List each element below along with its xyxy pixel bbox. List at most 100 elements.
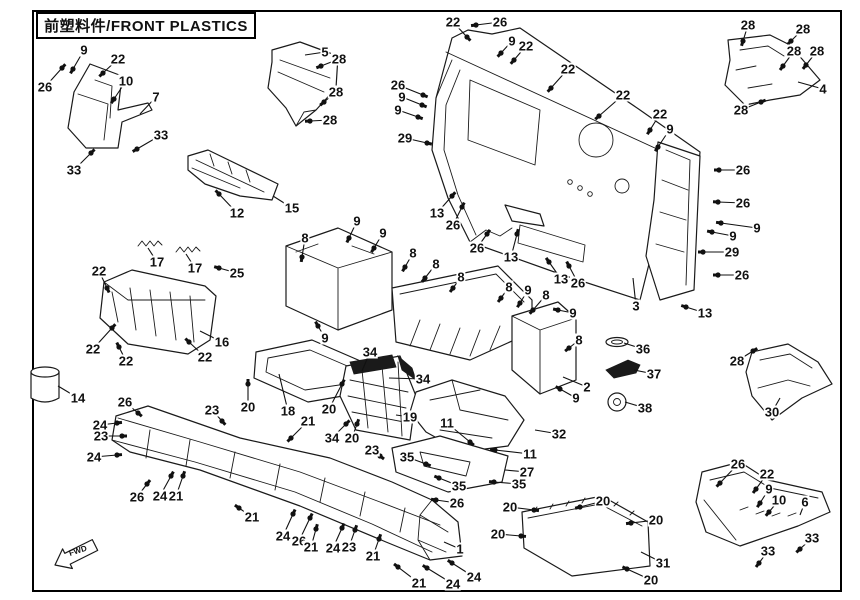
callout-30: 30 [763,404,781,420]
callout-22: 22 [196,349,214,365]
callout-8: 8 [456,269,466,285]
callout-9: 9 [378,225,388,241]
callout-20: 20 [489,526,507,542]
callout-19: 19 [401,409,419,425]
callout-9: 9 [507,33,517,49]
callout-32: 32 [550,426,568,442]
callout-9: 9 [728,228,738,244]
callout-26: 26 [569,275,587,291]
part-drawing-7 [67,63,153,149]
callout-22: 22 [90,263,108,279]
callout-22: 22 [758,466,776,482]
callout-21: 21 [167,488,185,504]
callout-26: 26 [444,217,462,233]
callout-8: 8 [574,332,584,348]
callout-24: 24 [444,576,462,592]
callout-13: 13 [428,205,446,221]
callout-9: 9 [571,390,581,406]
callout-38: 38 [636,400,654,416]
callout-20: 20 [647,512,665,528]
callout-9: 9 [665,121,675,137]
callout-21: 21 [299,413,317,429]
callout-22: 22 [517,38,535,54]
callout-22: 22 [84,341,102,357]
part-drawing-2 [511,301,577,395]
callout-37: 37 [645,366,663,382]
callout-8: 8 [408,245,418,261]
part-drawing-30 [745,343,833,421]
spring-17-a [137,240,163,247]
callout-28: 28 [732,102,750,118]
callout-13: 13 [696,305,714,321]
callout-26: 26 [116,394,134,410]
spring-17-b [175,246,201,253]
callout-26: 26 [389,77,407,93]
callout-20: 20 [501,499,519,515]
callout-36: 36 [634,341,652,357]
callout-20: 20 [239,399,257,415]
callout-21: 21 [364,548,382,564]
part-drawing-19 [339,354,417,441]
callout-35: 35 [398,449,416,465]
callout-23: 23 [363,442,381,458]
callout-26: 26 [36,79,54,95]
callout-24: 24 [85,449,103,465]
callout-33: 33 [803,530,821,546]
callout-28: 28 [327,84,345,100]
callout-5: 5 [320,44,330,60]
part-drawing-31 [521,494,651,577]
callout-22: 22 [109,51,127,67]
part-drawing-38 [607,392,627,412]
callout-26: 26 [128,489,146,505]
callout-22: 22 [444,14,462,30]
callout-33: 33 [152,127,170,143]
callout-26: 26 [491,14,509,30]
part-drawing-13-pillar [645,141,701,301]
callout-11: 11 [522,446,538,462]
callout-35: 35 [510,476,528,492]
callout-8: 8 [431,256,441,272]
callout-20: 20 [343,430,361,446]
callout-8: 8 [541,287,551,303]
callout-34: 34 [414,371,432,387]
callout-20: 20 [642,572,660,588]
part-drawing-4 [724,34,821,106]
callout-4: 4 [818,81,828,97]
callout-26: 26 [729,456,747,472]
callout-33: 33 [759,543,777,559]
callout-14: 14 [69,390,87,406]
part-drawing-27 [391,435,509,493]
callout-23: 23 [203,402,221,418]
callout-22: 22 [559,61,577,77]
callout-9: 9 [764,481,774,497]
callout-33: 33 [65,162,83,178]
part-drawing-36 [605,336,629,348]
callout-22: 22 [614,87,632,103]
callout-28: 28 [321,112,339,128]
part-drawing-1 [111,405,463,561]
callout-9: 9 [352,213,362,229]
callout-2: 2 [582,379,592,395]
callout-13: 13 [502,249,520,265]
callout-34: 34 [361,344,379,360]
callout-28: 28 [808,43,826,59]
callout-16: 16 [213,334,231,350]
callout-20: 20 [320,401,338,417]
callout-28: 28 [794,21,812,37]
callout-24: 24 [465,569,483,585]
callout-20: 20 [594,493,612,509]
callout-23: 23 [92,428,110,444]
callout-12: 12 [228,205,246,221]
callout-28: 28 [739,17,757,33]
callout-22: 22 [117,353,135,369]
callout-24: 24 [274,528,292,544]
callout-17: 17 [148,254,166,270]
callout-28: 28 [728,353,746,369]
part-drawing-37 [605,359,641,379]
callout-23: 23 [340,539,358,555]
callout-9: 9 [397,89,407,105]
leader-lines [44,21,824,585]
callout-29: 29 [723,244,741,260]
callout-21: 21 [243,509,261,525]
